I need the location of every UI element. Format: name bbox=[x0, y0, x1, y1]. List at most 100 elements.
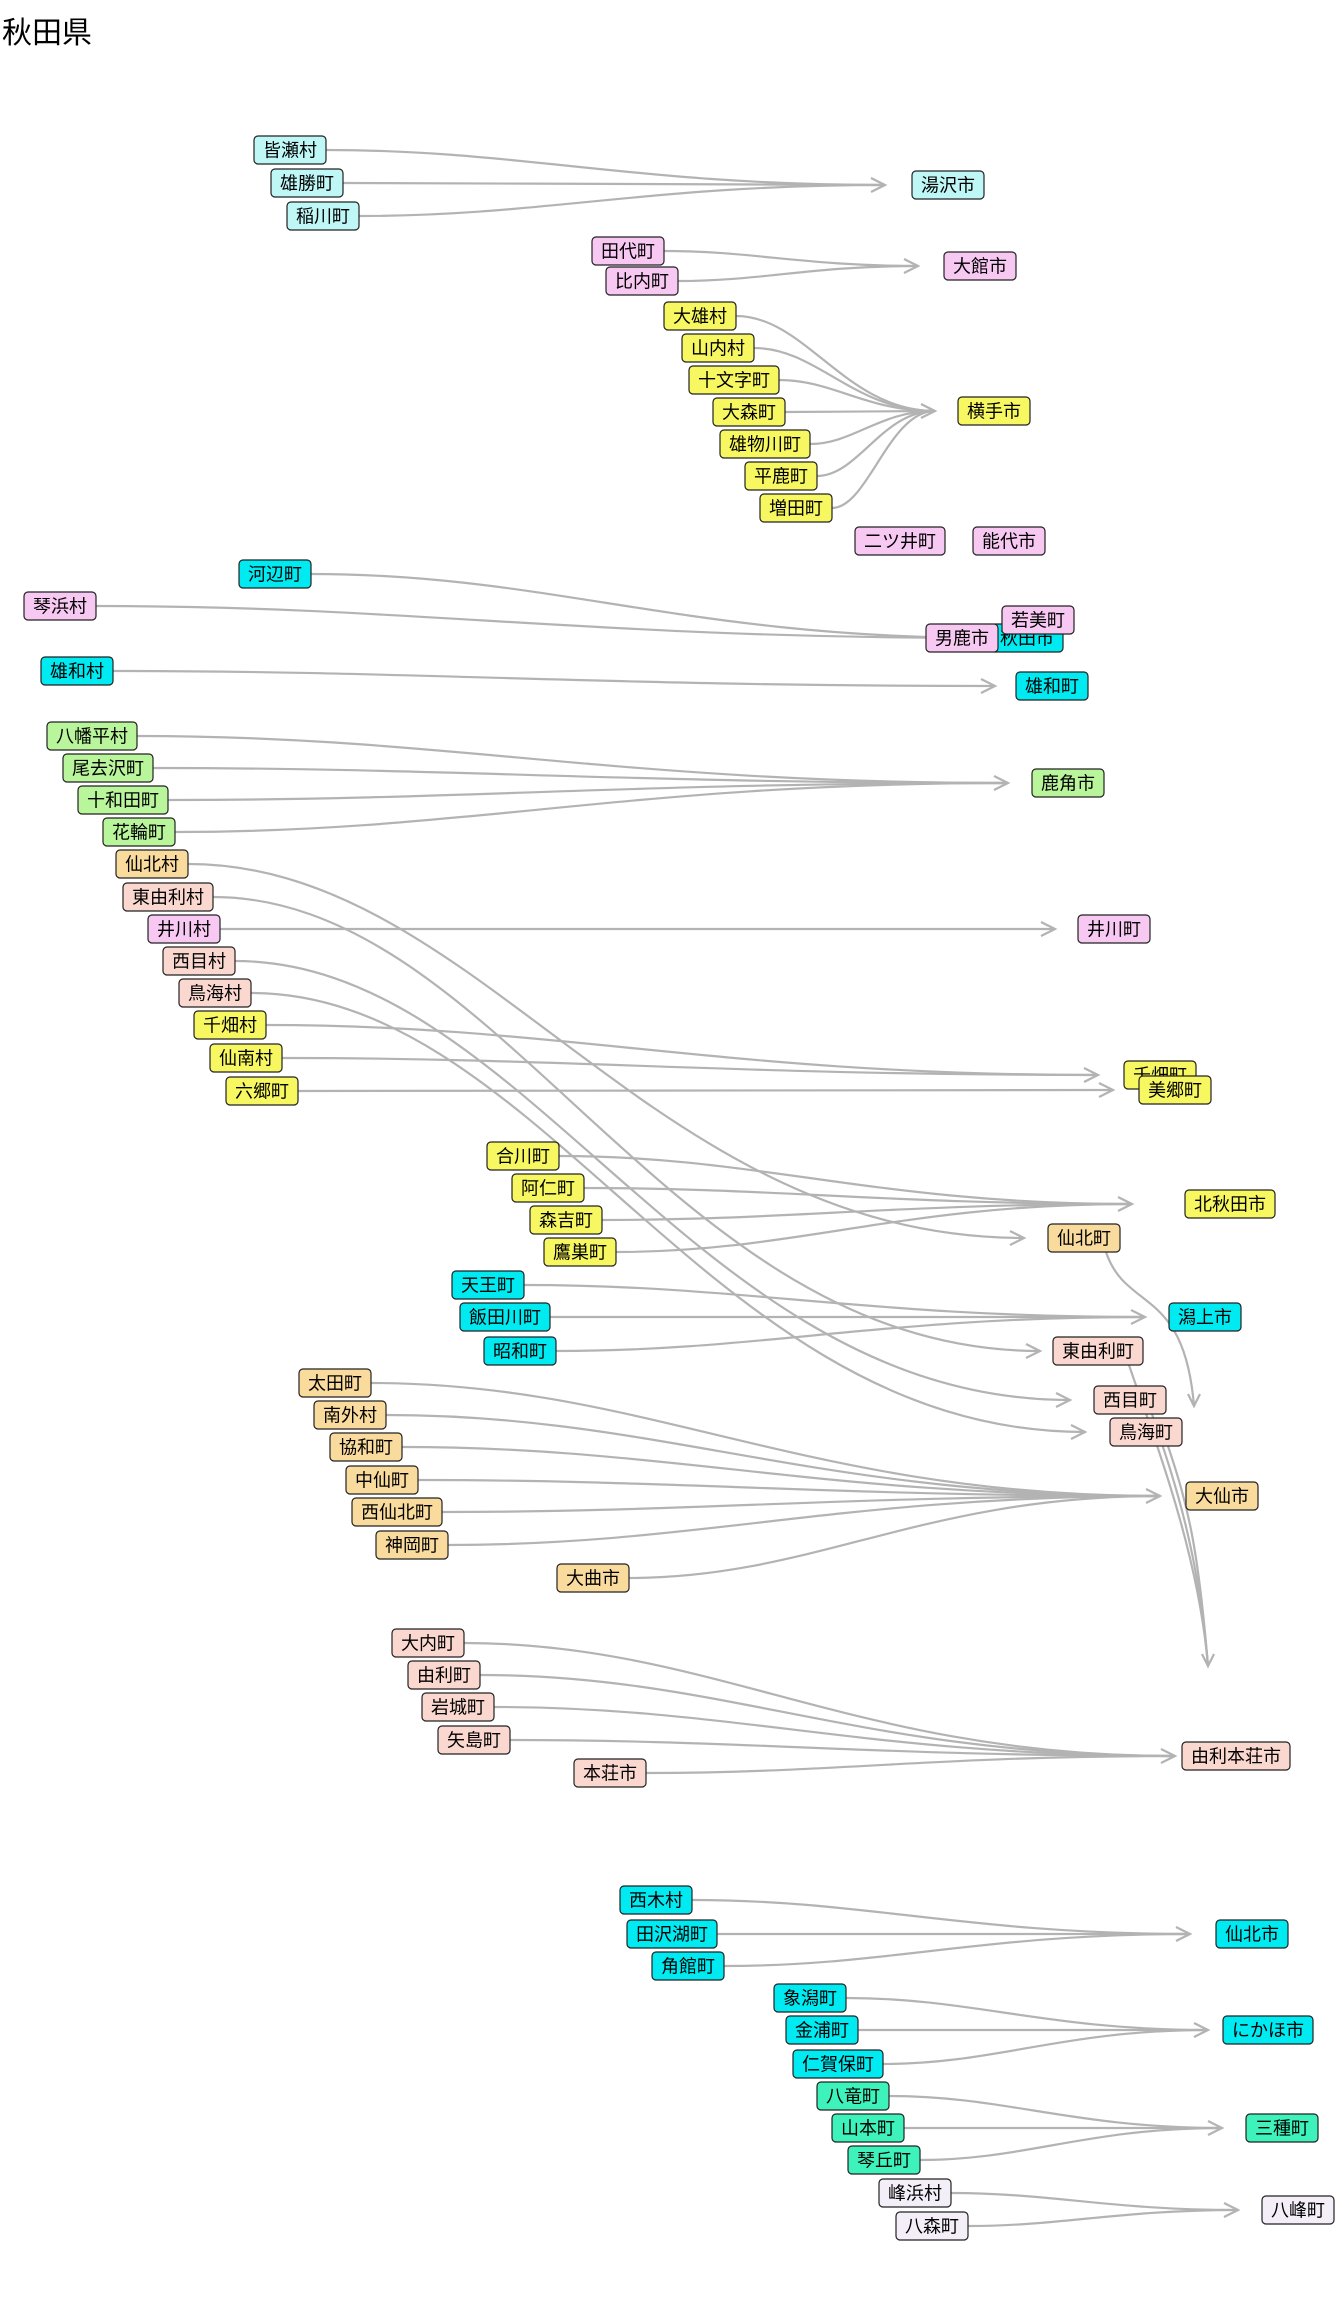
arrowhead-鹿角市 bbox=[993, 775, 1011, 791]
node-label: 雄勝町 bbox=[280, 174, 334, 195]
node-label: 河辺町 bbox=[248, 565, 302, 586]
node-box bbox=[437, 1725, 511, 1755]
arrowhead-西目町 bbox=[1055, 1392, 1073, 1408]
node-label: 八森町 bbox=[905, 2217, 959, 2238]
node-横手市: 横手市 bbox=[957, 396, 1031, 426]
node-box bbox=[391, 1628, 465, 1658]
node-box bbox=[313, 1400, 387, 1430]
node-井川村: 井川村 bbox=[147, 914, 221, 944]
node-中仙町: 中仙町 bbox=[345, 1465, 419, 1495]
node-十和田町: 十和田町 bbox=[77, 785, 169, 815]
node-box bbox=[957, 396, 1031, 426]
edge-雄勝町-湯沢市 bbox=[342, 181, 886, 187]
node-box bbox=[1138, 1075, 1212, 1105]
node-鷹巣町: 鷹巣町 bbox=[543, 1237, 617, 1267]
edge-十文字町-横手市 bbox=[778, 378, 936, 413]
node-box bbox=[238, 559, 312, 589]
node-label: 阿仁町 bbox=[521, 1179, 575, 1200]
node-神岡町: 神岡町 bbox=[375, 1530, 449, 1560]
arrowhead-潟上市 bbox=[1130, 1309, 1148, 1325]
edge-皆瀬村-湯沢市 bbox=[325, 148, 886, 187]
edge-雄物川町-横手市 bbox=[809, 409, 936, 446]
edge-仙北町-大仙市 bbox=[1104, 1251, 1196, 1407]
node-八竜町: 八竜町 bbox=[816, 2081, 890, 2111]
node-box bbox=[792, 2049, 884, 2079]
node-label: 飯田川町 bbox=[469, 1308, 541, 1329]
edge-稲川町-湯沢市 bbox=[358, 183, 886, 218]
node-box bbox=[298, 1368, 372, 1398]
node-label: 湯沢市 bbox=[921, 176, 975, 197]
arrowhead-東由利町 bbox=[1025, 1343, 1043, 1359]
edge-比内町-大館市 bbox=[677, 264, 919, 283]
node-三種町: 三種町 bbox=[1245, 2113, 1319, 2143]
node-label: 中仙町 bbox=[355, 1471, 409, 1492]
node-label: 角館町 bbox=[661, 1957, 715, 1978]
node-box bbox=[1031, 768, 1105, 798]
node-box bbox=[681, 333, 755, 363]
node-label: 大内町 bbox=[401, 1634, 455, 1655]
node-box bbox=[451, 1270, 525, 1300]
node-合川町: 合川町 bbox=[486, 1141, 560, 1171]
edge-大雄村-横手市 bbox=[735, 314, 936, 413]
node-仙北町: 仙北町 bbox=[1047, 1223, 1121, 1253]
node-北秋田市: 北秋田市 bbox=[1184, 1189, 1276, 1219]
node-box bbox=[102, 817, 176, 847]
node-label: 能代市 bbox=[982, 532, 1036, 553]
edge-峰浜村-八峰町 bbox=[950, 2191, 1239, 2212]
edge-仁賀保町-にかほ市 bbox=[882, 2028, 1209, 2066]
node-label: 岩城町 bbox=[431, 1698, 485, 1719]
node-box bbox=[972, 526, 1046, 556]
node-label: 本荘市 bbox=[583, 1764, 637, 1785]
node-box bbox=[1168, 1302, 1242, 1332]
node-label: 横手市 bbox=[967, 402, 1021, 423]
node-box bbox=[831, 2113, 905, 2143]
node-label: 大森町 bbox=[722, 403, 776, 424]
node-比内町: 比内町 bbox=[605, 266, 679, 296]
node-box bbox=[147, 914, 221, 944]
page-title: 秋田県 bbox=[2, 16, 92, 51]
node-box bbox=[1001, 605, 1075, 635]
node-label: 仁賀保町 bbox=[802, 2055, 874, 2076]
node-二ツ井町: 二ツ井町 bbox=[854, 526, 946, 556]
arrowhead-由利本荘市 bbox=[1201, 1653, 1215, 1669]
node-box bbox=[529, 1205, 603, 1235]
edge-八森町-八峰町 bbox=[967, 2208, 1239, 2228]
node-河辺町: 河辺町 bbox=[238, 559, 312, 589]
node-大仙市: 大仙市 bbox=[1185, 1481, 1259, 1511]
node-label: 雄物川町 bbox=[729, 435, 801, 456]
arrowhead-井川町 bbox=[1040, 921, 1058, 937]
node-label: 金浦町 bbox=[795, 2021, 849, 2042]
node-label: 西仙北町 bbox=[361, 1503, 433, 1524]
node-label: 若美町 bbox=[1011, 611, 1065, 632]
node-雄和村: 雄和村 bbox=[40, 656, 114, 686]
node-八峰町: 八峰町 bbox=[1261, 2195, 1335, 2225]
node-label: 比内町 bbox=[615, 272, 669, 293]
node-天王町: 天王町 bbox=[451, 1270, 525, 1300]
node-box bbox=[351, 1497, 443, 1527]
arrowhead-大仙市 bbox=[1187, 1393, 1201, 1409]
arrowhead-横手市 bbox=[920, 403, 938, 419]
edge-神岡町-大仙市 bbox=[447, 1494, 1161, 1547]
edge-南外村-大仙市 bbox=[385, 1413, 1161, 1498]
node-label: 仙北町 bbox=[1057, 1229, 1111, 1250]
node-六郷町: 六郷町 bbox=[225, 1076, 299, 1106]
edge-八竜町-三種町 bbox=[888, 2094, 1223, 2130]
node-東由利村: 東由利村 bbox=[122, 882, 214, 912]
node-box bbox=[178, 978, 252, 1008]
node-label: 由利本荘市 bbox=[1191, 1747, 1281, 1768]
node-八森町: 八森町 bbox=[895, 2211, 969, 2241]
node-label: 南外村 bbox=[323, 1406, 377, 1427]
node-山内村: 山内村 bbox=[681, 333, 755, 363]
node-box bbox=[1047, 1223, 1121, 1253]
node-label: 協和町 bbox=[339, 1438, 393, 1459]
edge-合川町-北秋田市 bbox=[558, 1154, 1133, 1206]
node-雄勝町: 雄勝町 bbox=[270, 168, 344, 198]
node-大雄村: 大雄村 bbox=[663, 301, 737, 331]
node-仙北村: 仙北村 bbox=[115, 849, 189, 879]
edge-平鹿町-横手市 bbox=[816, 409, 936, 478]
node-湯沢市: 湯沢市 bbox=[911, 170, 985, 200]
node-鳥海村: 鳥海村 bbox=[178, 978, 252, 1008]
node-仁賀保町: 仁賀保町 bbox=[792, 2049, 884, 2079]
node-box bbox=[1185, 1481, 1259, 1511]
